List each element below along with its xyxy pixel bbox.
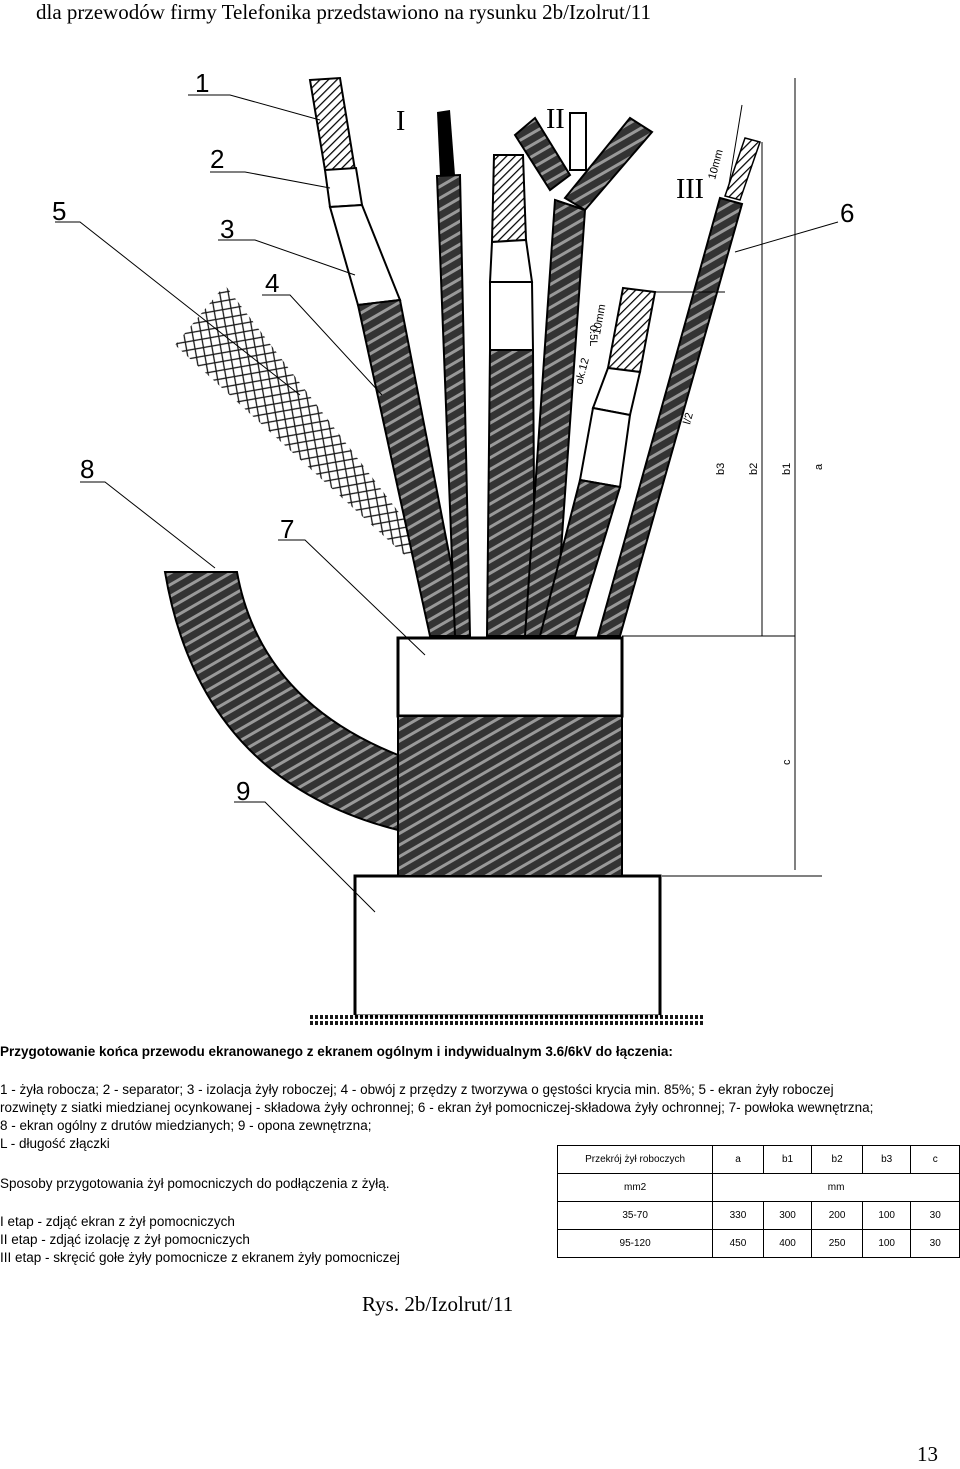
- dim-a: a: [813, 463, 825, 470]
- table-cell: 330: [712, 1201, 764, 1230]
- dimensions-table: Przekrój żył roboczych a b1 b2 b3 c mm2 …: [556, 1145, 960, 1258]
- dim-05l: 0.5L: [587, 325, 599, 346]
- method-stage-1: I etap - zdjąć ekran z żył pomocniczych: [0, 1214, 235, 1229]
- method-stage-2: II etap - zdjąć izolację z żył pomocnicz…: [0, 1232, 250, 1247]
- dim-b1: b1: [781, 463, 793, 475]
- callout-1: 1: [195, 68, 209, 98]
- page-number: 13: [917, 1442, 938, 1466]
- callout-9: 9: [236, 776, 250, 806]
- table-row: 95-120 450 400 250 100 30: [556, 1229, 960, 1258]
- method-stage-3: III etap - skręcić gołe żyły pomocnicze …: [0, 1250, 400, 1265]
- methods-title: Sposoby przygotowania żył pomocniczych d…: [0, 1176, 390, 1191]
- stage-label-i: I: [396, 106, 405, 137]
- callout-4: 4: [265, 268, 279, 298]
- table-cell: 400: [762, 1229, 813, 1258]
- table-cell: 35-70: [556, 1201, 714, 1230]
- callout-2: 2: [210, 144, 224, 174]
- table-units-row: mm2 mm: [556, 1173, 960, 1202]
- table-header-cell: a: [712, 1145, 764, 1174]
- table-row: 35-70 330 300 200 100 30: [556, 1201, 960, 1230]
- table-cell: 250: [811, 1229, 863, 1258]
- table-header-cell: c: [910, 1145, 960, 1174]
- table-cell: 200: [811, 1201, 863, 1230]
- table-unit-cell: mm: [712, 1173, 960, 1202]
- table-header-cell: b2: [811, 1145, 863, 1174]
- page-heading: dla przewodów firmy Telefonika przedstaw…: [36, 0, 651, 24]
- callout-6: 6: [840, 198, 854, 228]
- dim-10mm-a: 10mm: [706, 148, 726, 181]
- callout-3: 3: [220, 214, 234, 244]
- table-header-cell: b1: [762, 1145, 813, 1174]
- connector-outline: [310, 1015, 704, 1025]
- dim-b2: b2: [748, 463, 760, 475]
- dim-10mm-b: 10mm: [591, 303, 608, 335]
- dim-b3: b3: [715, 463, 727, 475]
- legend: 1 - żyła robocza; 2 - separator; 3 - izo…: [0, 1081, 960, 1153]
- callout-8: 8: [80, 454, 94, 484]
- stage-label-iii: III: [676, 174, 704, 205]
- table-header-cell: b3: [861, 1145, 912, 1174]
- table-cell: 300: [762, 1201, 813, 1230]
- table-cell: 450: [712, 1229, 764, 1258]
- dim-ok12: ok.12: [573, 357, 592, 386]
- table-cell: 30: [910, 1229, 960, 1258]
- callout-7: 7: [280, 514, 294, 544]
- table-header-cell: Przekrój żył roboczych: [556, 1145, 714, 1174]
- legend-line: 8 - ekran ogólny z drutów miedzianych; 9…: [0, 1118, 372, 1133]
- table-unit-cell: mm2: [556, 1173, 714, 1202]
- table-cell: 95-120: [556, 1229, 714, 1258]
- table-header-row: Przekrój żył roboczych a b1 b2 b3 c: [556, 1145, 960, 1174]
- figure-caption: Rys. 2b/Izolrut/11: [362, 1292, 514, 1316]
- cable-drawing: 1 2 3 4 5 6 7 8 9 I II III a b1 b2 b3 c …: [52, 68, 854, 1018]
- dim-c: c: [781, 759, 793, 765]
- stage-label-ii: II: [546, 104, 565, 135]
- caption-title: Przygotowanie końca przewodu ekranowaneg…: [0, 1044, 673, 1059]
- dim-l2: l/2: [681, 411, 696, 425]
- table-cell: 100: [861, 1229, 912, 1258]
- legend-line: 1 - żyła robocza; 2 - separator; 3 - izo…: [0, 1082, 834, 1097]
- callout-5: 5: [52, 196, 66, 226]
- legend-line: L - długość złączki: [0, 1136, 110, 1151]
- legend-line: rozwinęty z siatki miedzianej ocynkowane…: [0, 1100, 874, 1115]
- table-cell: 30: [910, 1201, 960, 1230]
- table-cell: 100: [861, 1201, 912, 1230]
